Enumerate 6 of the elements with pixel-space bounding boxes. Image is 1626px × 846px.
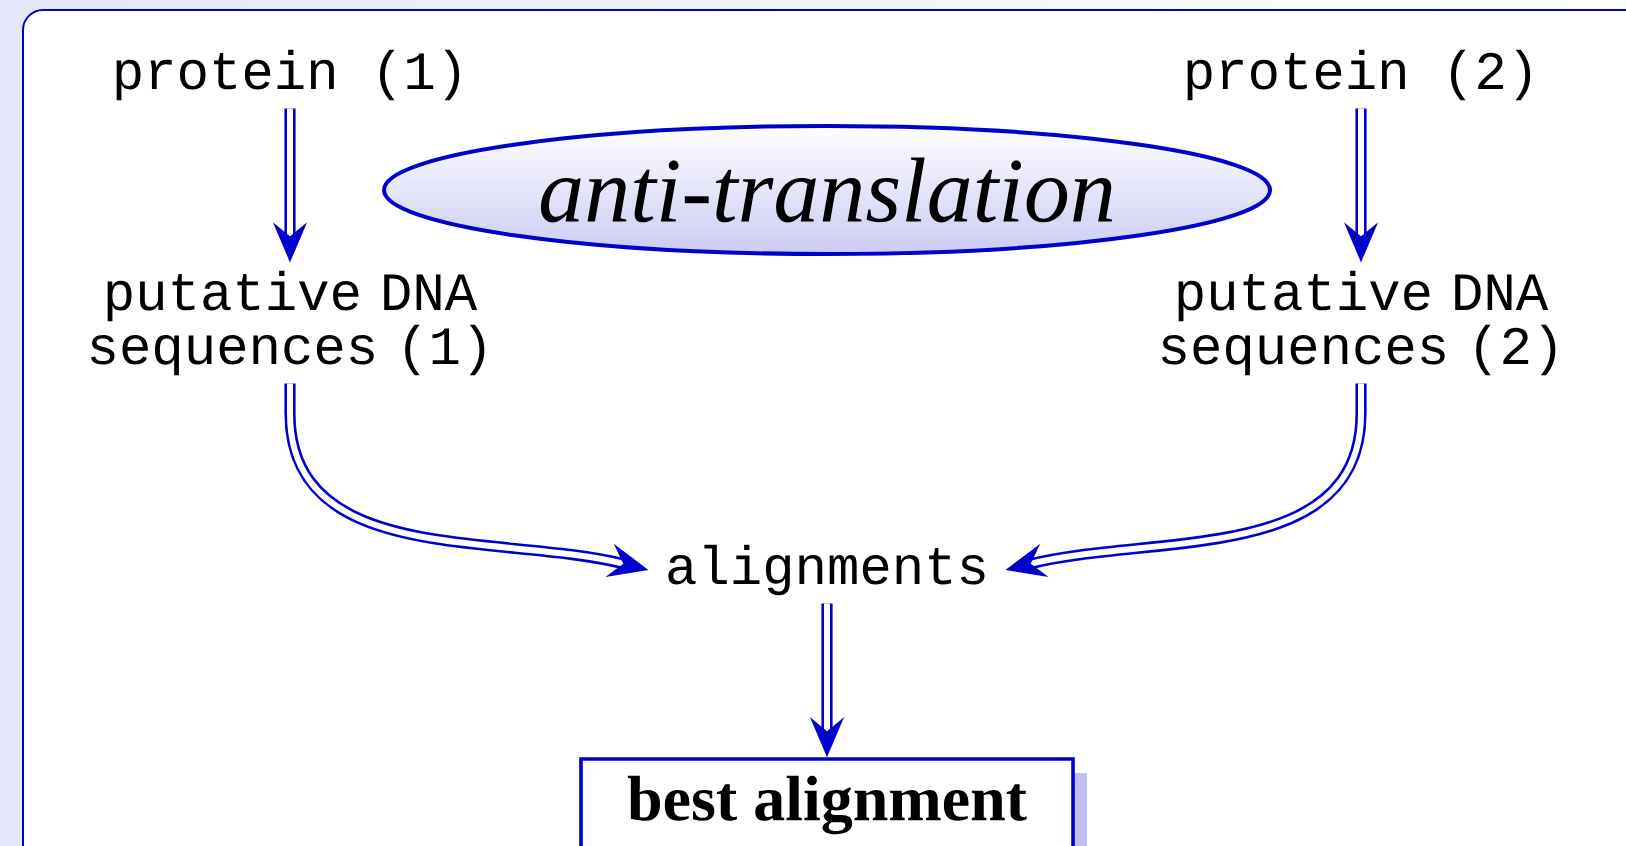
step-label: putative DNA sequences (2) — [1162, 270, 1556, 376]
step-label: protein (1) — [116, 49, 460, 101]
result-box: best alignment — [579, 757, 1075, 846]
step-label: protein (2) — [1187, 49, 1531, 101]
step-label: alignments — [668, 544, 985, 596]
step-label: putative DNA sequences (1) — [90, 270, 485, 376]
